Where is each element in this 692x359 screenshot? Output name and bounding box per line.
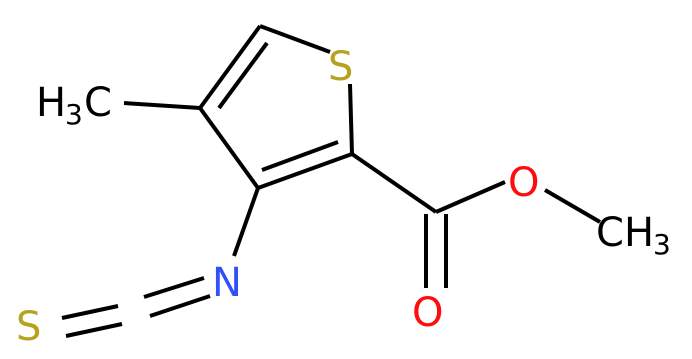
bond-c3-n xyxy=(232,187,260,257)
bond-n-c-double-2 xyxy=(149,294,211,318)
methyl-left-subscript: 3 xyxy=(65,98,83,131)
bond-ester-o-methyl xyxy=(543,188,602,224)
bond-c4-methyl xyxy=(123,101,201,110)
bond-c2-c3-inner xyxy=(261,140,339,172)
bond-c4-c5-inner xyxy=(217,41,269,110)
ester-oxygen-label: O xyxy=(508,160,539,206)
bond-n-c-double-1 xyxy=(143,276,205,299)
ring-sulfur-label: S xyxy=(328,44,353,90)
methyl-right-h: H xyxy=(624,210,654,256)
methyl-right-label: C H 3 xyxy=(596,210,671,261)
methyl-left-label: H 3 C xyxy=(36,80,112,131)
bond-c-s-double-2 xyxy=(65,322,123,338)
bonds xyxy=(61,24,602,338)
bond-c2-c3 xyxy=(257,152,353,190)
bond-carbonyl-ester-o xyxy=(435,180,506,214)
methyl-right-c: C xyxy=(596,210,624,256)
bond-s1-c2 xyxy=(348,83,354,155)
carbonyl-oxygen-label: O xyxy=(412,290,443,336)
methyl-left-h: H xyxy=(36,80,66,126)
bond-c3-c4 xyxy=(198,106,260,190)
thio-sulfur-label: S xyxy=(16,304,41,350)
bond-c-s-double-1 xyxy=(61,304,119,320)
methyl-right-subscript: 3 xyxy=(653,228,671,261)
bond-c2-carbonyl xyxy=(350,152,438,214)
bond-c4-c5 xyxy=(198,24,262,110)
atom-labels: S O O N S H 3 C C H 3 xyxy=(16,44,671,350)
methyl-left-c: C xyxy=(84,80,112,126)
bond-c5-s1 xyxy=(259,24,331,54)
nitrogen-label: N xyxy=(212,260,242,306)
